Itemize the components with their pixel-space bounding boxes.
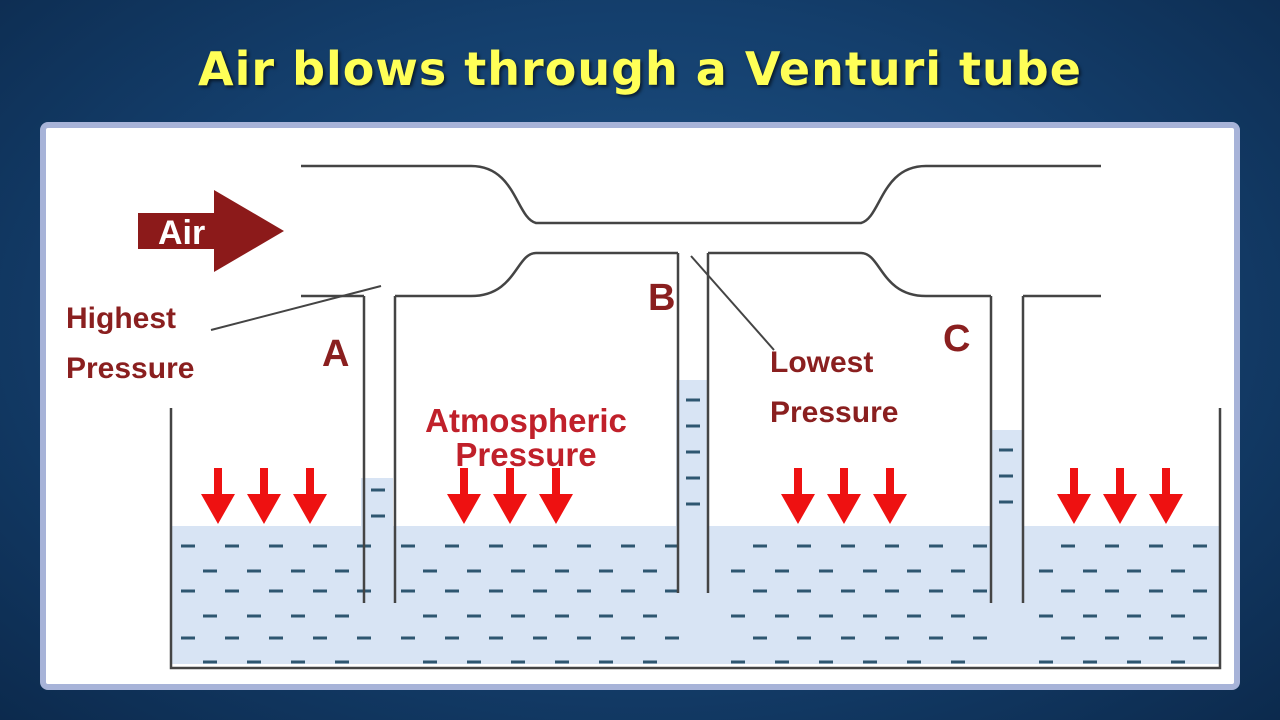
highest-pressure-label-2: Pressure: [66, 352, 194, 385]
tube-b-walls: [676, 253, 710, 593]
point-b-label: B: [648, 277, 675, 319]
tube-c-walls: [989, 296, 1025, 603]
point-a-label: A: [322, 333, 349, 375]
tube-bottom-wall-b-c: [708, 251, 991, 298]
lowest-pressure-pointer: [690, 255, 775, 351]
tube-bottom-wall-a-b: [395, 251, 678, 298]
pressure-arrow: [201, 468, 235, 524]
pressure-arrow: [293, 468, 327, 524]
slide-title: Air blows through a Venturi tube: [198, 42, 1082, 96]
venturi-tube: [169, 164, 1222, 670]
lowest-pressure-label-2: Pressure: [770, 396, 898, 429]
water: [171, 380, 1221, 664]
reservoir-water: [171, 526, 1221, 664]
water-dashes: [181, 398, 1207, 664]
pressure-arrow: [447, 468, 481, 524]
tube-c-water: [991, 430, 1023, 528]
pressure-arrow: [1057, 468, 1091, 524]
highest-pressure-pointer: [210, 285, 382, 331]
venturi-diagram: Air Highest Pressure A B C Atmospheric P…: [66, 164, 1222, 670]
atmospheric-pressure-label-2: Pressure: [455, 436, 596, 473]
pressure-arrow: [781, 468, 815, 524]
point-c-label: C: [943, 318, 970, 360]
air-label: Air: [158, 214, 205, 252]
pressure-arrow: [873, 468, 907, 524]
pressure-arrow: [827, 468, 861, 524]
air-arrow: Air: [138, 190, 284, 272]
tube-a-water: [361, 478, 393, 528]
atmospheric-pressure-arrows: [201, 468, 1183, 524]
tube-a-walls: [362, 296, 397, 603]
pointer-lines: [210, 255, 775, 351]
tube-b-water: [676, 380, 708, 528]
pressure-arrow: [247, 468, 281, 524]
atmospheric-pressure-label-1: Atmospheric: [425, 402, 627, 439]
pressure-arrow: [493, 468, 527, 524]
pressure-arrow: [539, 468, 573, 524]
pressure-arrow: [1103, 468, 1137, 524]
pressure-arrow: [1149, 468, 1183, 524]
air-arrow-shape: [138, 190, 284, 272]
tube-top-wall: [301, 164, 1101, 225]
reservoir-walls: [169, 408, 1222, 670]
highest-pressure-label-1: Highest: [66, 302, 176, 335]
lowest-pressure-label-1: Lowest: [770, 346, 873, 379]
diagram-panel: Air Highest Pressure A B C Atmospheric P…: [40, 122, 1240, 690]
